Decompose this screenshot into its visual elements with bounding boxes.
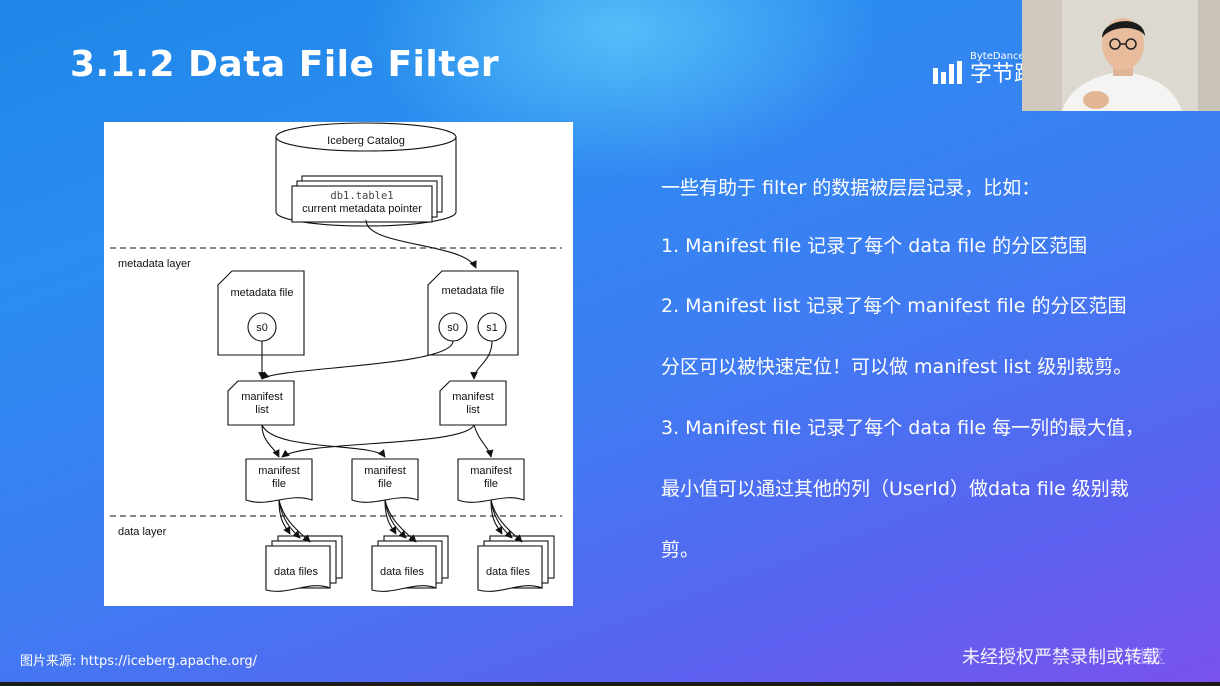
manifest-file-3-label-1: manifest <box>470 465 512 477</box>
iceberg-architecture-diagram: Iceberg Catalog db1.table1 current metad… <box>104 122 573 606</box>
copyright-watermark: 未经授权严禁录制或转载 <box>962 647 1160 668</box>
manifest-file-2 <box>351 458 419 503</box>
data-files-2-label: data files <box>380 566 425 578</box>
community-watermark: 社区 <box>1130 647 1166 668</box>
logo-text-en: ByteDance <box>970 51 1025 62</box>
metadata-file-right-label: metadata file <box>442 285 505 297</box>
metadata-file-right <box>427 270 519 356</box>
manifest-file-1 <box>245 458 313 503</box>
manifest-file-2-label-2: file <box>378 478 392 490</box>
data-files-3-label: data files <box>486 566 531 578</box>
manifest-list-left-label-2: list <box>255 404 268 416</box>
data-files-stack-1 <box>265 535 343 592</box>
data-files-stack-3 <box>477 535 555 592</box>
manifest-list-left-label-1: manifest <box>241 391 283 403</box>
catalog-title: Iceberg Catalog <box>327 135 405 147</box>
manifest-file-2-label-1: manifest <box>364 465 406 477</box>
image-source-caption: 图片来源: https://iceberg.apache.org/ <box>20 654 258 669</box>
manifest-list-right-label-1: manifest <box>452 391 494 403</box>
manifest-file-1-label-1: manifest <box>258 465 300 477</box>
metadata-file-left <box>217 270 305 356</box>
note-point-3: 3. Manifest file 记录了每个 data file 每一列的最大值… <box>661 417 1145 439</box>
data-files-1-label: data files <box>274 566 319 578</box>
metadata-layer-label: metadata layer <box>118 258 191 270</box>
metadata-file-left-label: metadata file <box>231 287 294 299</box>
note-intro: 一些有助于 filter 的数据被层层记录，比如： <box>661 177 1041 199</box>
bytedance-logo-icon <box>933 61 962 84</box>
snapshot-s0-right-label: s0 <box>447 322 459 334</box>
manifest-list-right <box>439 380 507 426</box>
data-layer-label: data layer <box>118 526 167 538</box>
note-point-3-end: 剪。 <box>661 539 700 561</box>
presenter-silhouette <box>1022 0 1220 111</box>
logo-text-cn: 字节跳 <box>970 62 1037 87</box>
bottom-bar <box>0 682 1220 686</box>
catalog-cylinder <box>275 137 457 227</box>
catalog-pointer-label: current metadata pointer <box>302 203 422 215</box>
note-point-3-cont: 最小值可以通过其他的列（UserId）做data file 级别裁 <box>661 478 1129 500</box>
presenter-camera-feed <box>1022 0 1220 111</box>
manifest-file-3-label-2: file <box>484 478 498 490</box>
catalog-table-name: db1.table1 <box>330 190 393 202</box>
note-point-2-detail: 分区可以被快速定位！可以做 manifest list 级别裁剪。 <box>661 356 1133 378</box>
manifest-list-right-label-2: list <box>466 404 479 416</box>
catalog-cylinder-top <box>275 122 457 152</box>
snapshot-s0-left-label: s0 <box>256 322 268 334</box>
manifest-list-left <box>227 380 295 426</box>
diagram-canvas: Iceberg Catalog db1.table1 current metad… <box>110 122 562 592</box>
manifest-file-1-label-2: file <box>272 478 286 490</box>
snapshot-s1-label: s1 <box>486 322 498 334</box>
manifest-file-3 <box>457 458 525 503</box>
note-point-2: 2. Manifest list 记录了每个 manifest file 的分区… <box>661 295 1127 317</box>
note-point-1: 1. Manifest file 记录了每个 data file 的分区范围 <box>661 235 1088 257</box>
slide-title: 3.1.2 Data File Filter <box>70 44 500 85</box>
data-files-stack-2 <box>371 535 449 592</box>
metadata-pointer-box <box>291 185 433 223</box>
bytedance-logo: ByteDance 字节跳 <box>932 52 1036 86</box>
